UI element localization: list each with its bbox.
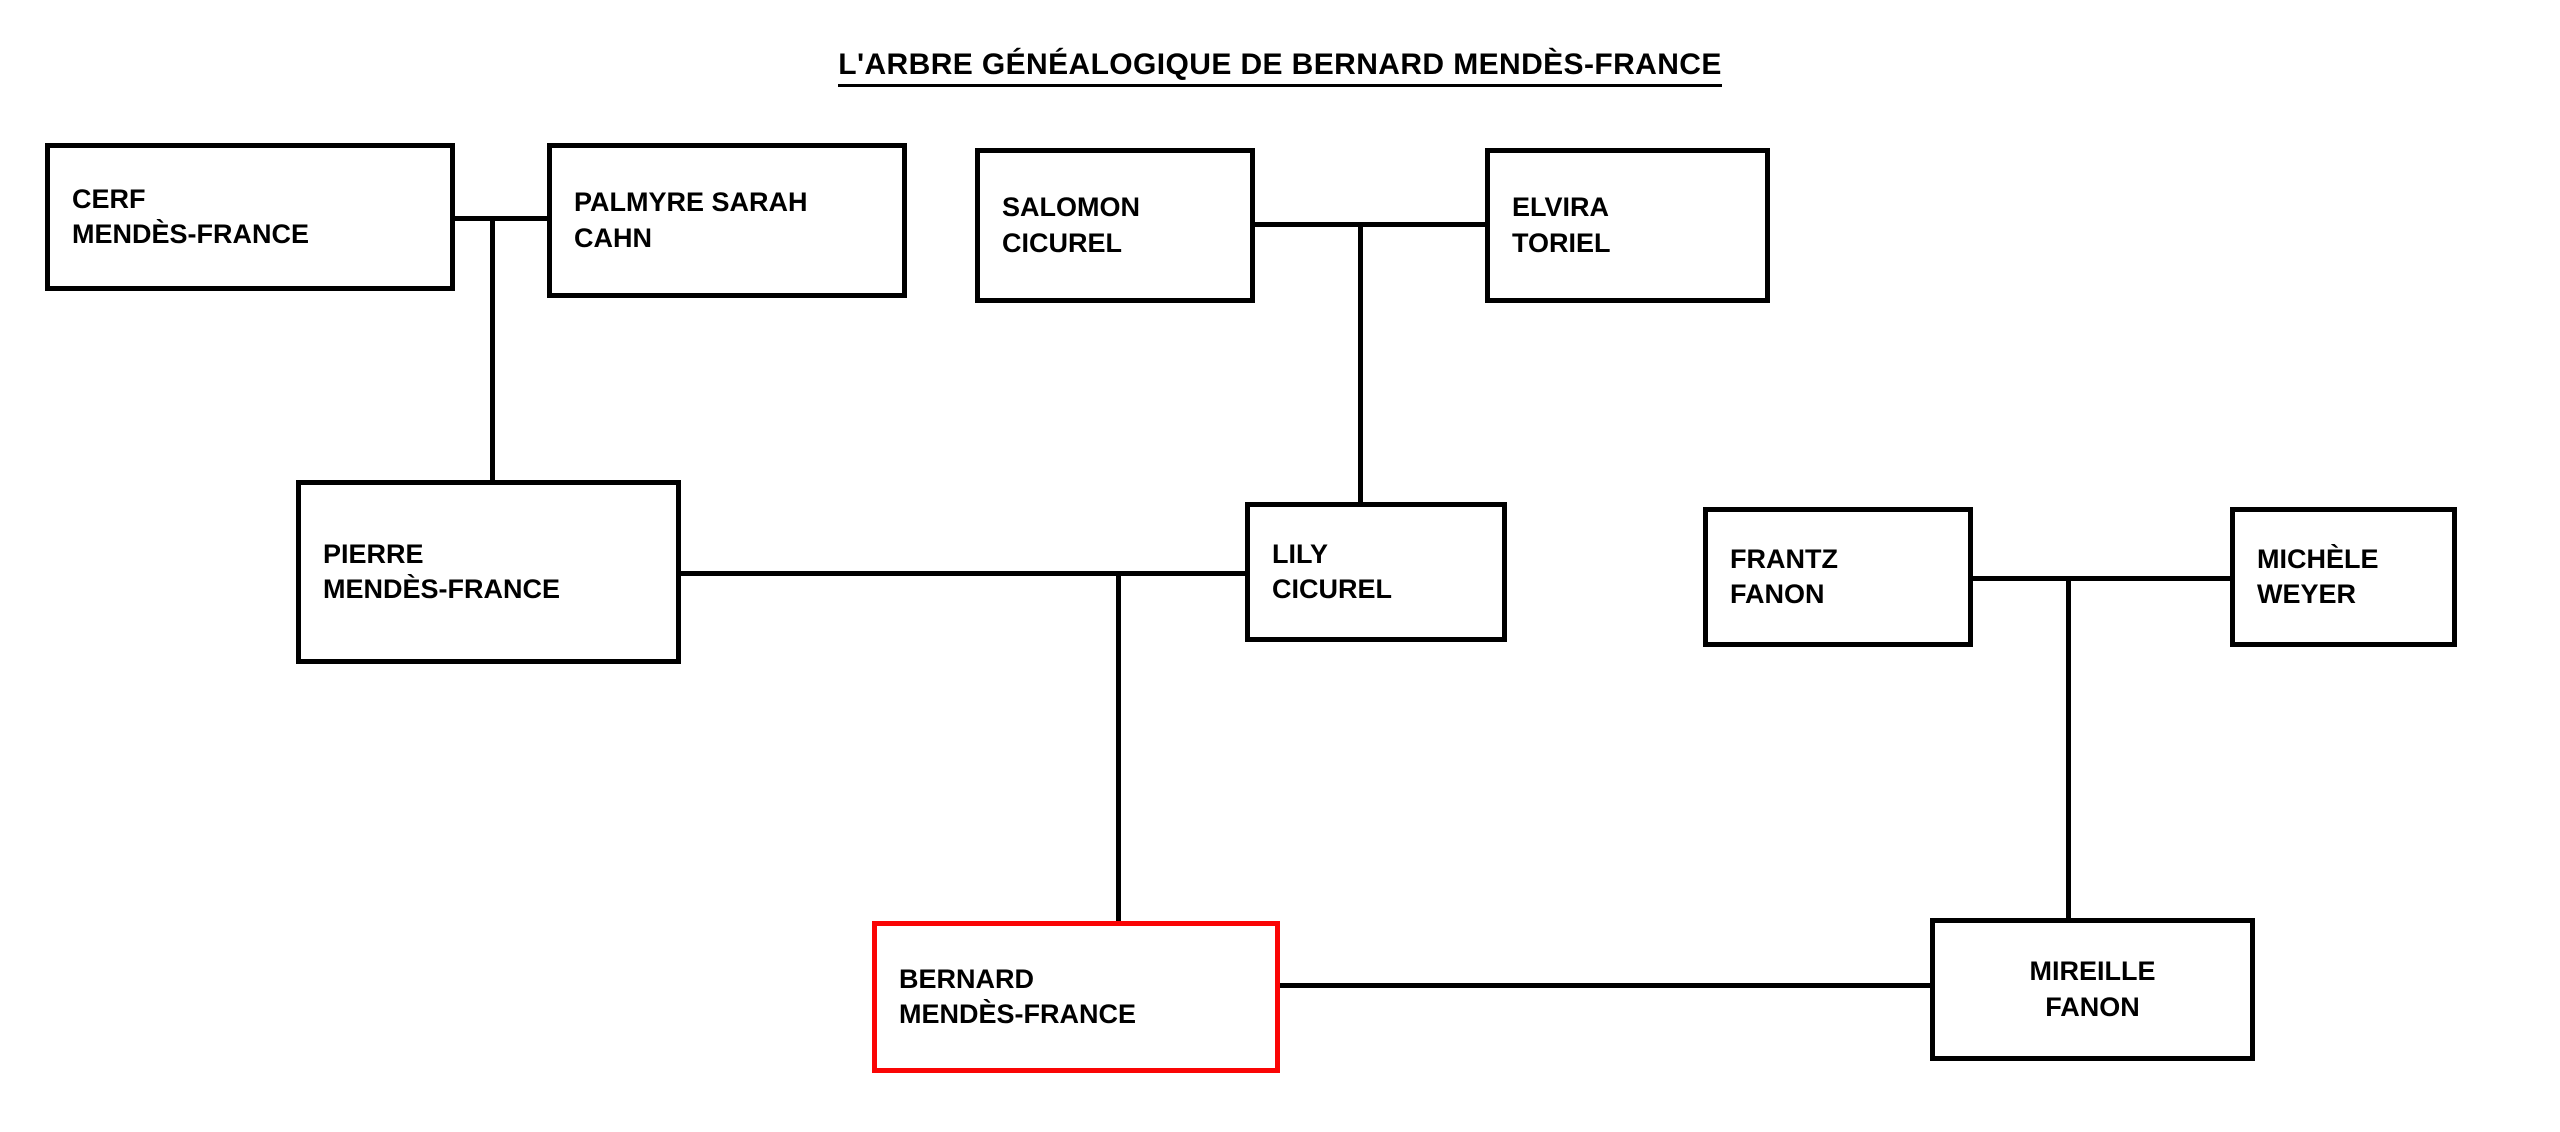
person-box-frantz-fanon[interactable]: FRANTZ FANON xyxy=(1703,507,1973,647)
connector-salomon-elvira xyxy=(1252,222,1488,227)
person-name-line1: PIERRE xyxy=(323,538,424,569)
person-name-line2: CICUREL xyxy=(1002,227,1122,258)
person-box-bernard-mendes-france[interactable]: BERNARD MENDÈS-FRANCE xyxy=(872,921,1280,1073)
person-box-cerf-mendes-france[interactable]: CERF MENDÈS-FRANCE xyxy=(45,143,455,291)
person-name-line1: LILY xyxy=(1272,538,1329,569)
person-name-line1: ELVIRA xyxy=(1512,192,1610,223)
person-box-elvira-toriel[interactable]: ELVIRA TORIEL xyxy=(1485,148,1770,303)
person-name-line1: MIREILLE xyxy=(2029,956,2156,987)
page-title: L'ARBRE GÉNÉALOGIQUE DE BERNARD MENDÈS-F… xyxy=(0,48,2560,87)
person-name-line1: CERF xyxy=(72,183,146,214)
person-name-line1: PALMYRE SARAH xyxy=(574,187,808,218)
connector-drop-to-lily xyxy=(1358,222,1363,504)
person-box-palmyre-sarah-cahn[interactable]: PALMYRE SARAH CAHN xyxy=(547,143,907,298)
connector-drop-to-pierre xyxy=(490,216,495,482)
person-name-line2: CAHN xyxy=(574,222,652,253)
connector-bernard-mireille xyxy=(1278,983,1933,988)
person-box-michele-weyer[interactable]: MICHÈLE WEYER xyxy=(2230,507,2457,647)
person-name-line2: FANON xyxy=(2045,991,2140,1022)
person-name-line2: CICUREL xyxy=(1272,574,1392,604)
page-title-text: L'ARBRE GÉNÉALOGIQUE DE BERNARD MENDÈS-F… xyxy=(838,48,1722,87)
person-name-line1: MICHÈLE xyxy=(2257,543,2379,574)
person-name-line1: FRANTZ xyxy=(1730,543,1838,574)
person-name-line2: TORIEL xyxy=(1512,227,1611,258)
person-name-line1: SALOMON xyxy=(1002,192,1140,223)
person-name-line1: BERNARD xyxy=(899,963,1034,994)
person-name-line2: MENDÈS-FRANCE xyxy=(72,219,310,249)
person-name-line2: MENDÈS-FRANCE xyxy=(323,574,561,604)
person-box-pierre-mendes-france[interactable]: PIERRE MENDÈS-FRANCE xyxy=(296,480,681,664)
person-name-line2: MENDÈS-FRANCE xyxy=(899,999,1137,1029)
person-box-lily-cicurel[interactable]: LILY CICUREL xyxy=(1245,502,1507,642)
connector-drop-to-bernard xyxy=(1116,571,1121,925)
person-name-line2: WEYER xyxy=(2257,579,2357,609)
person-box-salomon-cicurel[interactable]: SALOMON CICUREL xyxy=(975,148,1255,303)
connector-frantz-michele xyxy=(1970,576,2232,581)
connector-pierre-lily xyxy=(680,571,1248,576)
connector-cerf-palmyre xyxy=(452,216,550,221)
connector-drop-to-mireille xyxy=(2066,576,2071,921)
person-box-mireille-fanon[interactable]: MIREILLE FANON xyxy=(1930,918,2255,1061)
person-name-line2: FANON xyxy=(1730,579,1825,609)
